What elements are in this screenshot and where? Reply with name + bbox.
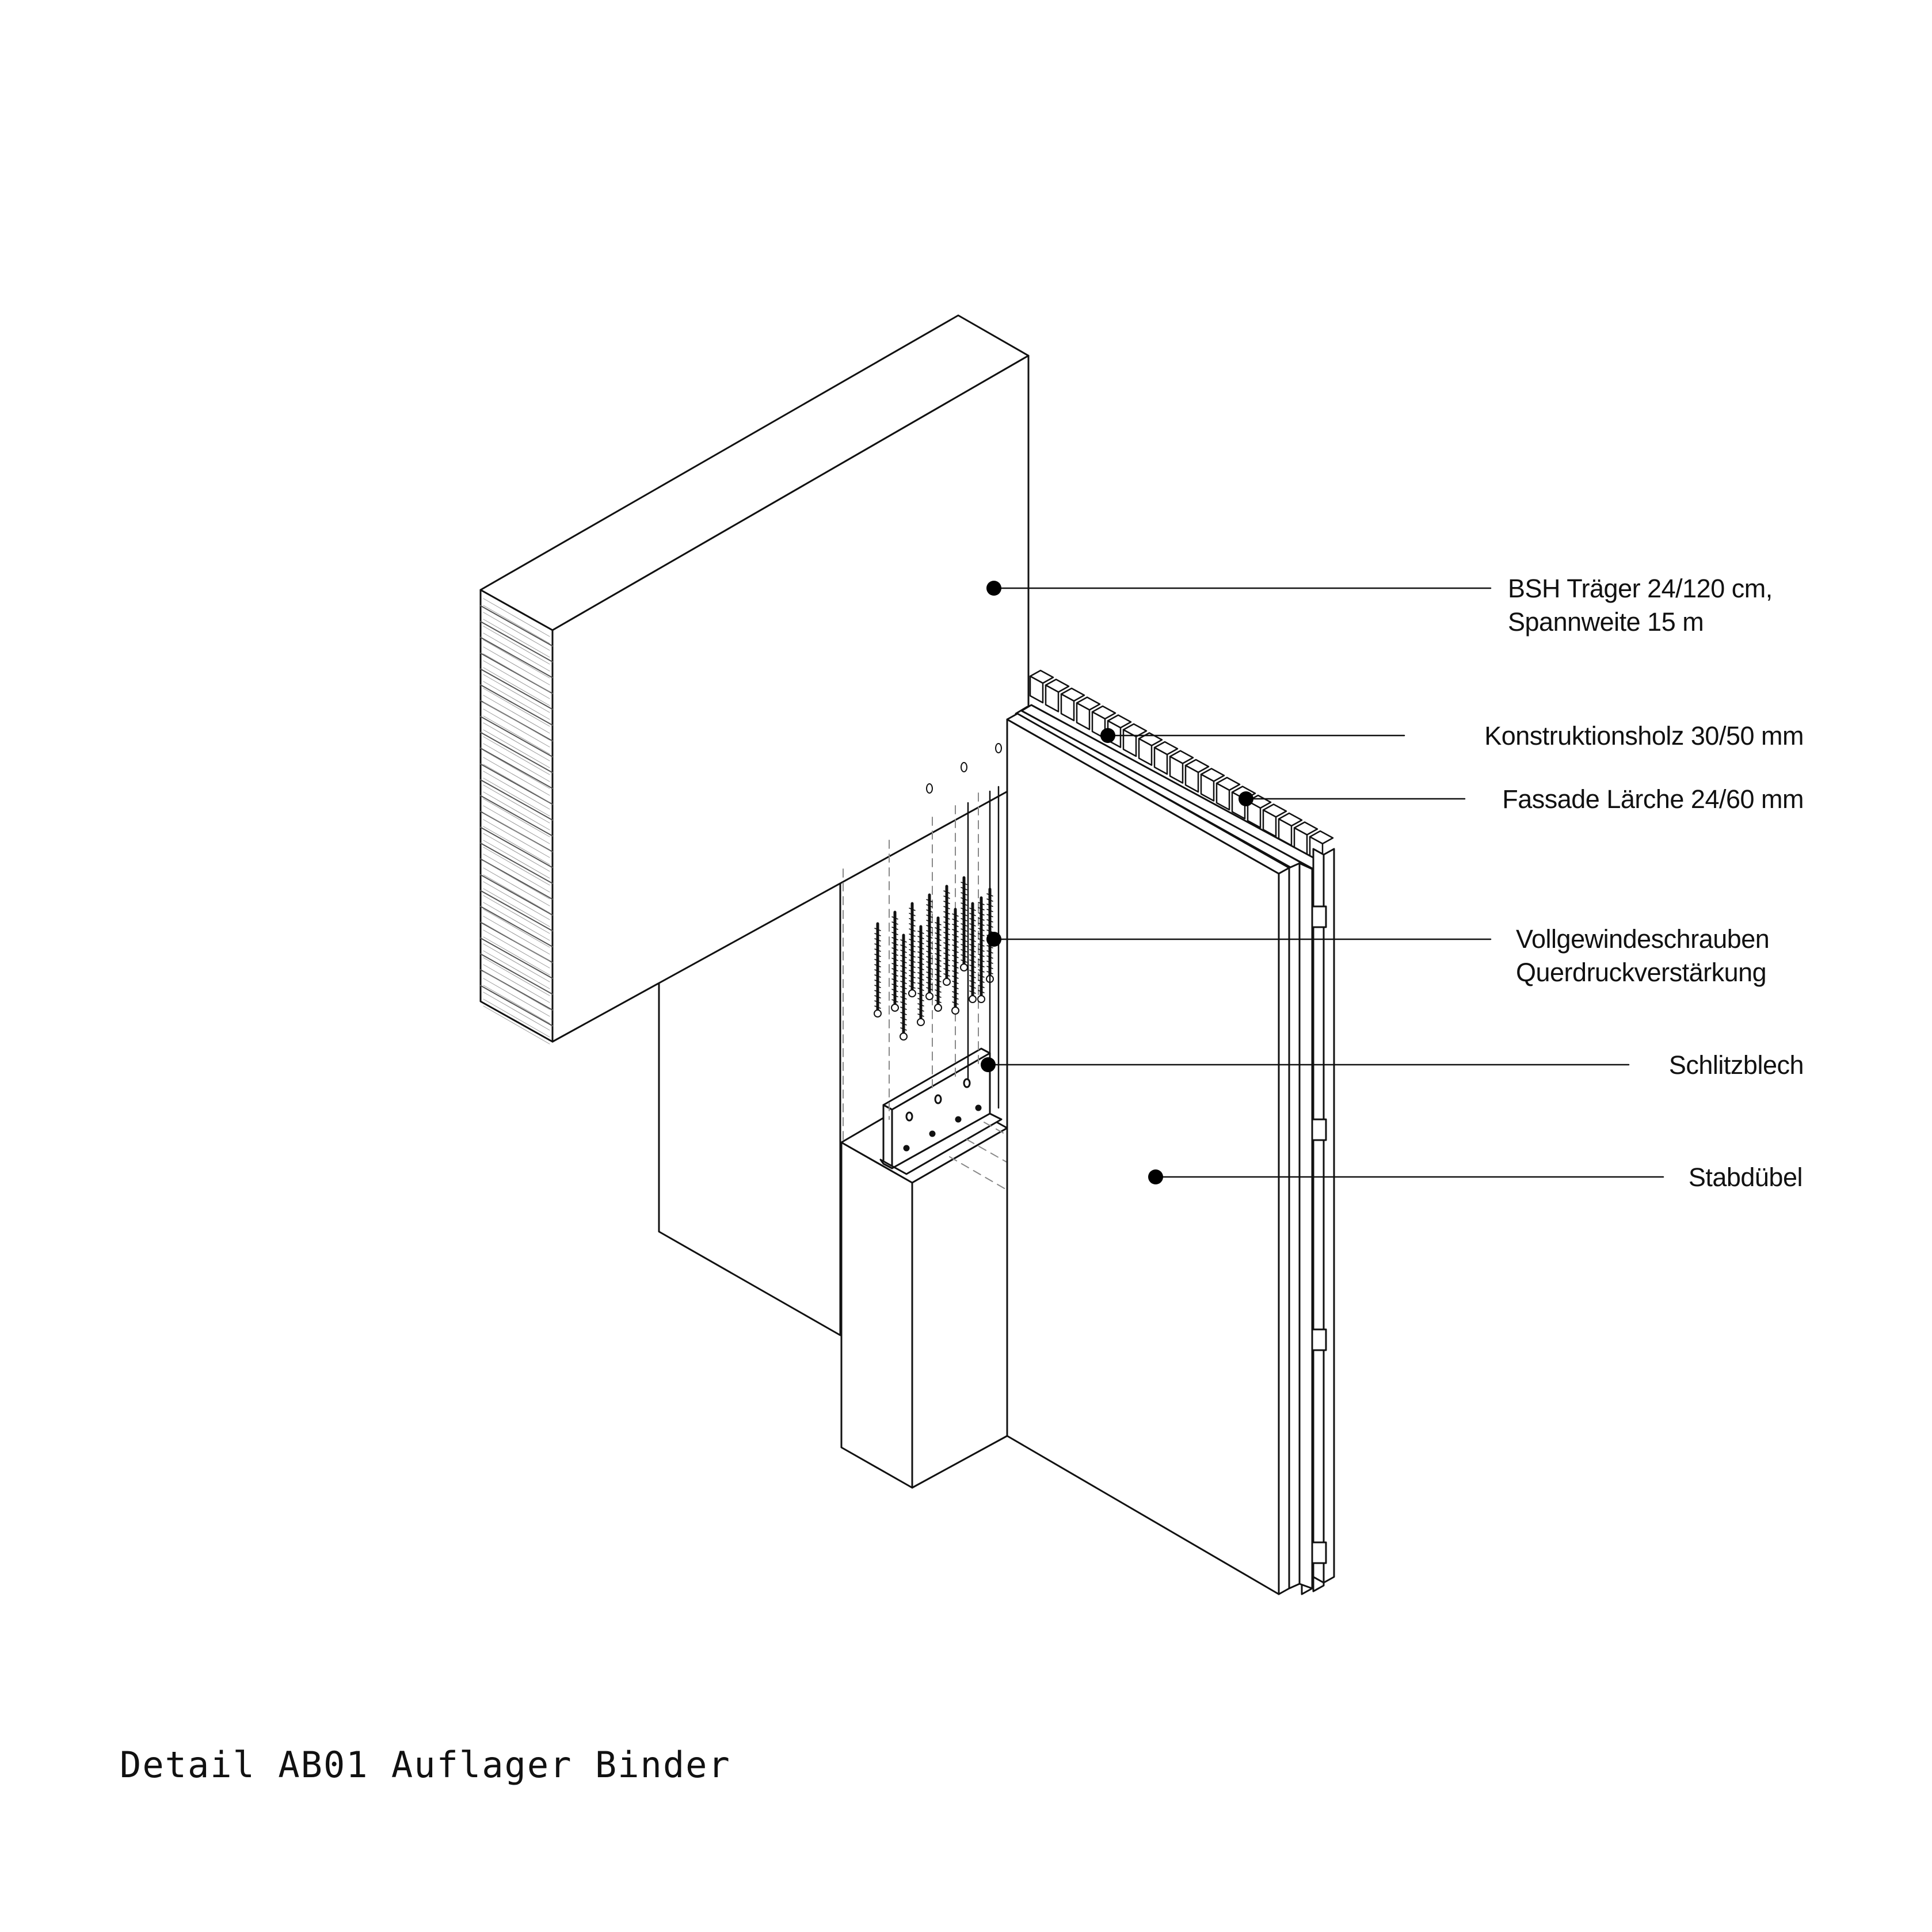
label-battens: Konstruktionsholz 30/50 mm <box>1484 721 1804 750</box>
label-beam-line1: BSH Träger 24/120 cm, <box>1508 574 1773 603</box>
leader-dot-facade <box>1239 791 1253 806</box>
leader-dot-battens <box>1100 728 1115 743</box>
drawing-caption: Detail AB01 Auflager Binder <box>120 1744 731 1786</box>
leader-dot-beam <box>986 581 1001 596</box>
hidden-lines <box>843 792 1077 1201</box>
leader-dot-dowels <box>1148 1169 1163 1184</box>
slot-lines <box>967 786 1000 1109</box>
label-dowels: Stabdübel <box>1688 1163 1803 1192</box>
label-plate: Schlitzblech <box>1668 1050 1804 1080</box>
leader-dots <box>981 581 1253 1184</box>
label-screws-line2: Querdruckverstärkung <box>1516 958 1767 987</box>
leader-dot-screws <box>986 932 1001 947</box>
glulam-beam <box>479 314 1030 1045</box>
leader-lines <box>987 587 1664 1178</box>
leader-dot-plate <box>981 1057 996 1072</box>
wall-panel <box>1006 669 1335 1595</box>
label-facade: Fassade Lärche 24/60 mm <box>1502 784 1804 814</box>
label-beam-line2: Spannweite 15 m <box>1508 607 1704 637</box>
beam-holes <box>926 743 1002 794</box>
full-thread-screws <box>874 876 994 1041</box>
label-screws-line1: Vollgewindeschrauben <box>1516 924 1770 954</box>
